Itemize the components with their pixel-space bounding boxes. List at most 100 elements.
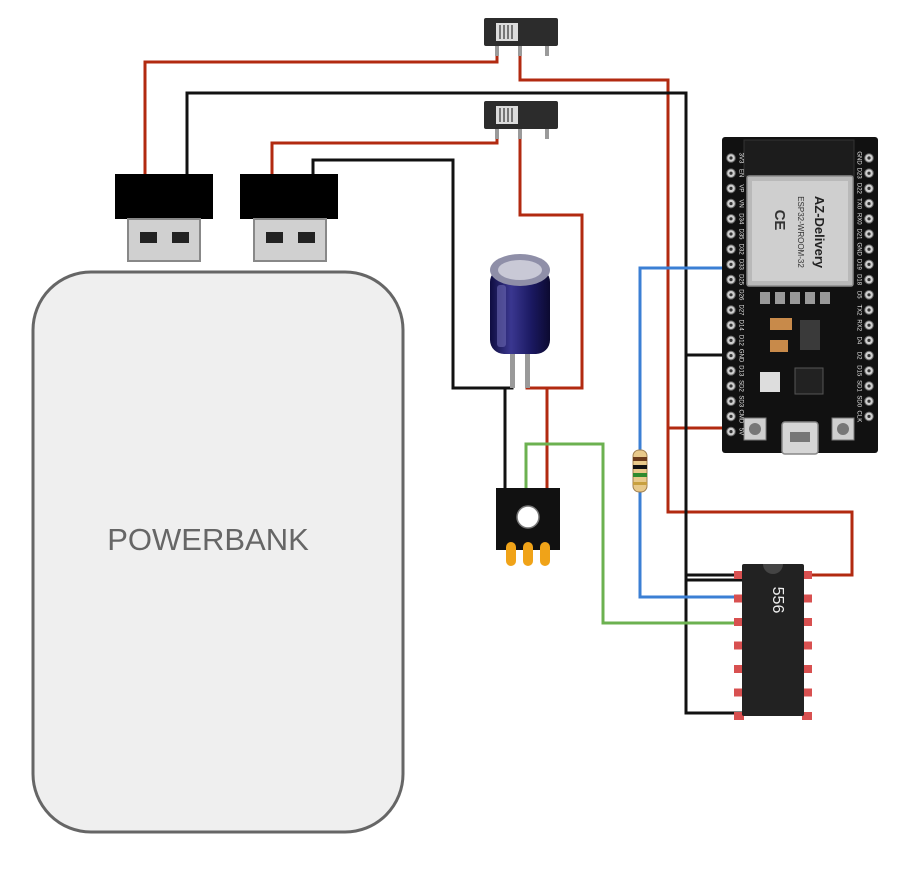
esp32-pin-label: D26: [737, 289, 743, 301]
esp32-pin-hole: [729, 171, 733, 175]
esp32-pin-hole: [867, 399, 871, 403]
esp32-pin-label: EN: [737, 169, 743, 177]
esp32-pin-hole: [729, 354, 733, 358]
esp32-pin-label: D18: [855, 274, 861, 286]
esp32-pin-label: D19: [855, 259, 861, 271]
esp32-pin-label: CMD: [737, 410, 743, 424]
esp32-pin-label: D15: [855, 365, 861, 377]
esp32-pin-label: SD2: [737, 380, 743, 392]
slide-switch-2-pin-3: [545, 129, 549, 139]
esp32-pin-hole: [729, 156, 733, 160]
esp32-antenna: [743, 139, 855, 177]
wire-black-usb1-gnd: [185, 91, 742, 715]
slide-switch-1-pin-3: [545, 46, 549, 56]
ic-556-label: 556: [769, 587, 786, 614]
esp32-pin-label: D22: [855, 183, 861, 195]
esp32-pin-label: D27: [737, 304, 743, 316]
ic-556-pin-right-6: [802, 688, 812, 697]
capacitor-lead-negative: [510, 350, 515, 388]
esp32-pin-label: 5V: [737, 428, 743, 435]
ic-556-pin-left-1: [734, 571, 744, 579]
powerbank-body: [31, 270, 405, 834]
esp32-pin-hole: [729, 293, 733, 297]
ic-556-pin-left-3: [734, 618, 744, 626]
esp32-pin-hole: [867, 202, 871, 206]
esp32-pin-label: SD3: [737, 395, 743, 407]
esp32-pin-hole: [867, 338, 871, 342]
esp32-pin-hole: [867, 171, 871, 175]
ic-556-pin-left-6: [734, 688, 744, 697]
esp32-pin-label: D32: [737, 244, 743, 256]
esp32-pin-label: RX2: [855, 319, 861, 331]
esp32-pin-hole: [729, 384, 733, 388]
ic-556: 556: [734, 564, 812, 720]
esp32-pin-label: D5: [855, 291, 861, 299]
capacitor-lead-positive: [525, 350, 530, 388]
esp32-pin-hole: [729, 308, 733, 312]
electrolytic-capacitor: [490, 254, 550, 388]
ic-556-pin-right-7: [802, 712, 812, 720]
resistor: [632, 449, 648, 493]
esp32-pin-hole: [867, 384, 871, 388]
usb-plug-1-connector: [127, 218, 201, 262]
esp32-pin-hole: [867, 278, 871, 282]
regulator-pin-2: [523, 542, 533, 566]
esp32-pin-label: TX0: [855, 198, 861, 210]
usb-plug-2-contact-right: [298, 232, 315, 243]
regulator-pin-1: [506, 542, 516, 566]
esp32-pin-hole: [867, 323, 871, 327]
esp32-pin-label: D14: [737, 320, 743, 332]
resistor-body: [632, 449, 648, 493]
esp32-brand: AZ-Delivery: [812, 196, 827, 269]
esp32-pin-hole: [867, 354, 871, 358]
esp32-pin-hole: [729, 369, 733, 373]
esp32-pin-hole: [729, 399, 733, 403]
esp32-pin-hole: [729, 186, 733, 190]
ic-556-pins: [734, 571, 812, 720]
slide-switch-2-pin-2: [518, 129, 522, 139]
esp32-pin-label: D35: [737, 228, 743, 240]
esp32-pin-label: D4: [855, 337, 861, 345]
esp32-pin-label: D2: [855, 352, 861, 360]
esp32-pin-label: GND: [737, 349, 743, 363]
esp32-pin-hole: [729, 247, 733, 251]
esp32-pin-label: D13: [737, 365, 743, 377]
usb-plug-1-contact-left: [140, 232, 157, 243]
esp32-pin-hole: [729, 202, 733, 206]
slide-switch-1-body: [484, 18, 558, 46]
esp32-pin-label: D12: [737, 335, 743, 347]
esp32-pin-label: GND: [855, 243, 861, 257]
esp32-pin-label: D34: [737, 213, 743, 225]
slide-switch-1-pin-2: [518, 46, 522, 56]
voltage-regulator: [496, 488, 560, 566]
slide-switch-2-pin-1: [495, 129, 499, 139]
esp32-pin-hole: [729, 414, 733, 418]
esp32-pin-hole: [729, 338, 733, 342]
usb-plug-2-connector: [253, 218, 327, 262]
usb-plug-1-housing: [115, 174, 213, 219]
wire-red-switch1-esp32: [518, 52, 727, 430]
esp32-pin-label: SD1: [855, 380, 861, 392]
wire-green-regulator-ic: [524, 442, 742, 625]
ic-556-pin-left-4: [734, 641, 744, 650]
ic-556-pin-right-1: [802, 571, 812, 579]
esp32-pin-hole: [867, 308, 871, 312]
regulator-pin-3: [540, 542, 550, 566]
wires: [143, 52, 854, 715]
wire-red-esp32-ic: [666, 428, 854, 577]
esp32-pin-hole: [729, 323, 733, 327]
ic-556-pin-left-2: [734, 594, 744, 603]
wire-red-usb1-switch1: [143, 52, 499, 180]
slide-switch-1: [484, 18, 558, 56]
esp32-pin-label: CLK: [855, 411, 861, 423]
esp32-pin-hole: [729, 278, 733, 282]
ic-556-pin-left-7: [734, 712, 744, 720]
ic-556-pin-right-4: [802, 641, 812, 650]
esp32-pin-label: D21: [855, 228, 861, 240]
esp32-pin-hole: [729, 430, 733, 434]
usb-plug-2: [240, 174, 338, 262]
ic-556-pin-right-3: [802, 618, 812, 626]
usb-plug-1-contact-right: [172, 232, 189, 243]
ic-556-notch: [763, 564, 783, 574]
